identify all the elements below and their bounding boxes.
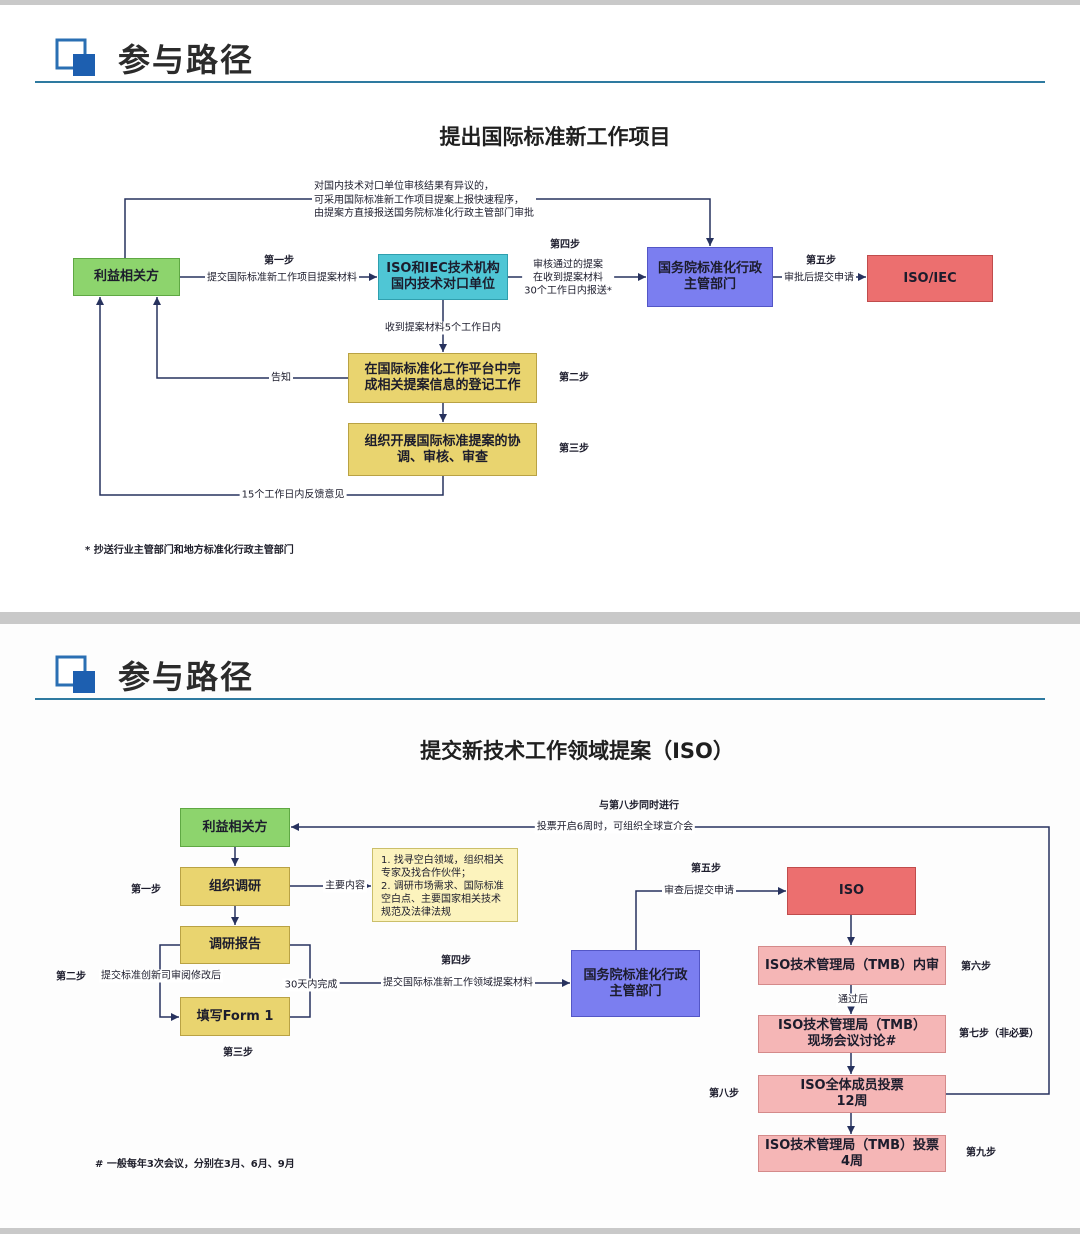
technical-counterpart-line-2: 国内技术对口单位 bbox=[390, 277, 495, 292]
slide-2: 参与路径 提交新技术工作领域提案（ISO） 利益相关方 组织调研 bbox=[0, 624, 1080, 1228]
tmb-meeting-box: ISO技术管理局（TMB） 现场会议讨论# bbox=[758, 1015, 946, 1053]
slide-1: 参与路径 提出国际标准新工作项目 利益相关方 ISO和IEC技术机构 国内技术对… bbox=[0, 5, 1080, 612]
squares-icon bbox=[55, 38, 95, 76]
tmb-review-label: ISO技术管理局（TMB）内审 bbox=[765, 957, 939, 973]
review-submit-arrow bbox=[635, 887, 786, 950]
technical-counterpart-line-1: ISO和IEC技术机构 bbox=[386, 261, 500, 276]
register-line-1: 在国际标准化工作平台中完 bbox=[364, 362, 521, 377]
council-line-2: 主管部门 bbox=[683, 277, 736, 292]
step-1-label: 第一步 bbox=[264, 255, 294, 267]
tmb-vote-line-1: ISO技术管理局（TMB）投票 bbox=[765, 1137, 939, 1153]
fast-track-note: 对国内技术对口单位审核结果有异议的， 可采用国际标准新工作项目提案上报快速程序，… bbox=[312, 180, 536, 221]
notify-connector bbox=[153, 297, 348, 379]
flow-connectors bbox=[96, 198, 866, 496]
step-7-label: 第七步（非必要） bbox=[959, 1028, 1039, 1040]
coordinate-line-2: 调、审核、审查 bbox=[396, 449, 488, 465]
fast-track-line-2: 可采用国际标准新工作项目提案上报快速程序， bbox=[314, 194, 524, 206]
step-5-label: 第五步 bbox=[691, 863, 721, 875]
note-line-2: 专家及找合作伙伴； bbox=[381, 868, 471, 879]
chart-title: 提交新技术工作领域提案（ISO） bbox=[420, 739, 734, 763]
note-line-4: 空白点、主要国家相关技术 bbox=[381, 894, 501, 905]
fast-track-line-3: 由提案方直接报送国务院标准化行政主管部门审批 bbox=[314, 208, 534, 219]
register-box: 在国际标准化工作平台中完 成相关提案信息的登记工作 bbox=[348, 353, 537, 403]
step-2-label: 第二步 bbox=[56, 971, 86, 983]
research-label: 组织调研 bbox=[208, 878, 261, 894]
step-3-label: 第三步 bbox=[223, 1047, 253, 1059]
technical-counterpart-box: ISO和IEC技术机构 国内技术对口单位 bbox=[378, 254, 508, 300]
tmb-vote-line-2: 4周 bbox=[840, 1153, 864, 1169]
section-heading: 参与路径 bbox=[118, 41, 255, 79]
chart-title: 提出国际标准新工作项目 bbox=[439, 125, 671, 149]
feedback-label: 15个工作日内反馈意见 bbox=[239, 488, 347, 502]
note-line-3: 2. 调研市场需求、国际标准 bbox=[381, 881, 504, 892]
submit-label: 提交国际标准新工作项目提案材料 bbox=[205, 271, 359, 285]
step-4-label: 第四步 bbox=[550, 239, 580, 251]
research-content-note: 1. 找寻空白领域，组织相关 专家及找合作伙伴； 2. 调研市场需求、国际标准 … bbox=[372, 848, 518, 922]
council-box: 国务院标准化行政 主管部门 bbox=[647, 247, 773, 307]
tmb-review-box: ISO技术管理局（TMB）内审 bbox=[758, 946, 946, 985]
tmb-meeting-line-2: 现场会议讨论# bbox=[807, 1034, 897, 1049]
council-box: 国务院标准化行政 主管部门 bbox=[571, 950, 700, 1017]
iso-iec-box: ISO/IEC bbox=[867, 255, 993, 302]
tmb-vote-box: ISO技术管理局（TMB）投票 4周 bbox=[758, 1135, 946, 1172]
step-3-label: 第三步 bbox=[559, 443, 589, 455]
form1-box: 填写Form 1 bbox=[180, 997, 290, 1036]
stakeholder-box: 利益相关方 bbox=[180, 808, 290, 847]
coordinate-line-1: 组织开展国际标准提案的协 bbox=[364, 433, 521, 449]
heading-divider bbox=[35, 698, 1045, 700]
research-box: 组织调研 bbox=[180, 867, 290, 906]
note-line-1: 1. 找寻空白领域，组织相关 bbox=[381, 855, 504, 866]
step-9-label: 第九步 bbox=[966, 1147, 996, 1159]
approved-line-2: 在收到提案材料 bbox=[532, 272, 603, 284]
member-vote-box: ISO全体成员投票 12周 bbox=[758, 1075, 946, 1113]
approved-line-1: 审核通过的提案 bbox=[532, 259, 603, 271]
step-5-label: 第五步 bbox=[806, 255, 836, 267]
five-days-label: 收到提案材料5个工作日内 bbox=[382, 321, 504, 335]
step-8-label: 第八步 bbox=[709, 1088, 739, 1100]
step-2-label: 第二步 bbox=[559, 372, 589, 384]
approved-line-3: 30个工作日内报送* bbox=[524, 285, 612, 297]
note-line-5: 规范及法律法规 bbox=[381, 907, 451, 918]
notify-label: 告知 bbox=[269, 371, 293, 385]
council-line-2: 主管部门 bbox=[609, 983, 662, 999]
apply-label: 审批后提交申请 bbox=[782, 271, 856, 285]
iso-box: ISO bbox=[787, 867, 916, 915]
passed-label: 通过后 bbox=[836, 993, 870, 1007]
step-6-label: 第六步 bbox=[961, 961, 991, 973]
submit-label: 提交国际标准新工作领域提案材料 bbox=[381, 976, 535, 990]
vote-open-label: 投票开启6周时，可组织全球宣介会 bbox=[534, 820, 696, 834]
footnote: * 抄送行业主管部门和地方标准化行政主管部门 bbox=[85, 545, 294, 556]
step-4-label: 第四步 bbox=[441, 955, 471, 967]
approved-label: 审核通过的提案 在收到提案材料 30个工作日内报送* bbox=[522, 258, 614, 298]
step-1-label: 第一步 bbox=[131, 884, 161, 896]
tmb-meeting-line-1: ISO技术管理局（TMB） bbox=[778, 1018, 926, 1033]
review-submit-label: 审查后提交申请 bbox=[662, 884, 736, 898]
iso-iec-label: ISO/IEC bbox=[903, 270, 957, 286]
coordinate-box: 组织开展国际标准提案的协 调、审核、审查 bbox=[348, 423, 537, 476]
section-heading: 参与路径 bbox=[118, 658, 255, 696]
council-line-1: 国务院标准化行政 bbox=[583, 967, 688, 983]
register-line-2: 成相关提案信息的登记工作 bbox=[364, 378, 521, 393]
council-line-1: 国务院标准化行政 bbox=[657, 261, 762, 276]
member-vote-line-2: 12周 bbox=[836, 1094, 868, 1109]
heading-divider bbox=[35, 81, 1045, 83]
parallel-label: 与第八步同时进行 bbox=[599, 800, 679, 812]
squares-icon bbox=[55, 655, 95, 693]
stakeholder-label: 利益相关方 bbox=[93, 269, 159, 284]
footnote: # 一般每年3次会议，分别在3月、6月、9月 bbox=[95, 1159, 295, 1170]
form1-label: 填写Form 1 bbox=[196, 1008, 274, 1024]
report-box: 调研报告 bbox=[180, 926, 290, 964]
stakeholder-label: 利益相关方 bbox=[202, 819, 268, 835]
within-30-days-label: 30天内完成 bbox=[282, 978, 340, 992]
iso-label: ISO bbox=[838, 883, 865, 898]
report-label: 调研报告 bbox=[208, 937, 261, 952]
fast-track-line-1: 对国内技术对口单位审核结果有异议的， bbox=[314, 181, 494, 192]
revise-label: 提交标准创新司审阅修改后 bbox=[99, 969, 223, 983]
member-vote-line-1: ISO全体成员投票 bbox=[800, 1078, 904, 1093]
main-content-label: 主要内容 bbox=[323, 879, 367, 893]
stakeholder-box: 利益相关方 bbox=[73, 258, 180, 296]
